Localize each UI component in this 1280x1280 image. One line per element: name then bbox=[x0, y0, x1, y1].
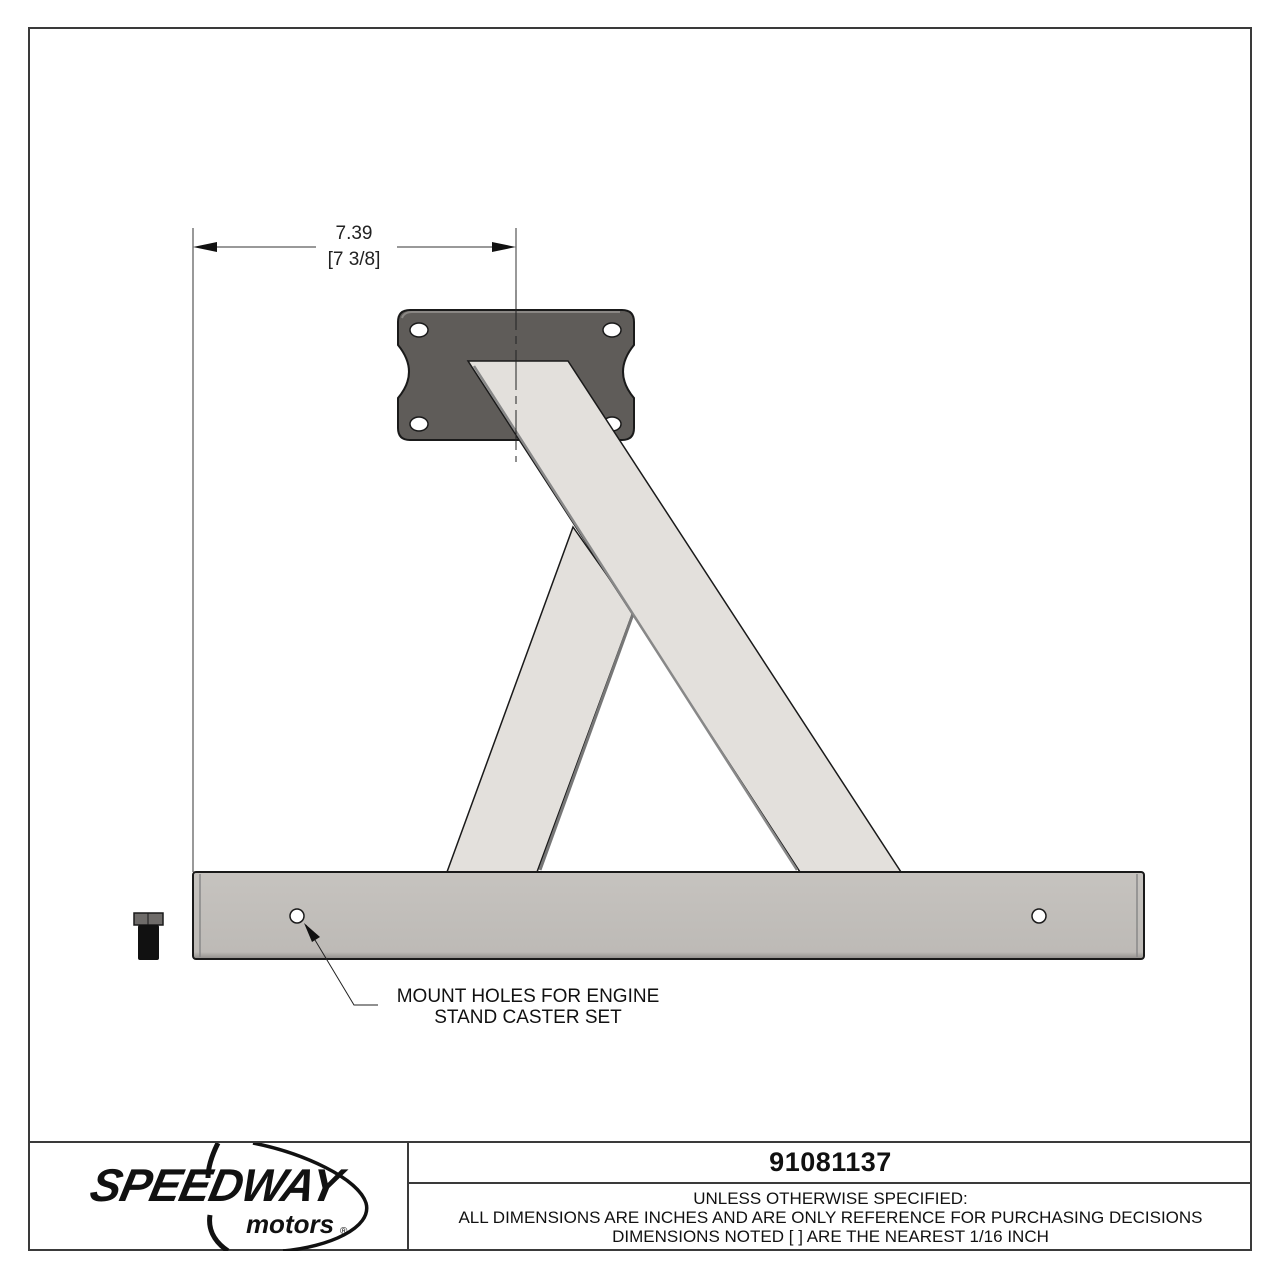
mount-hole-left-icon bbox=[289, 908, 305, 924]
dimension-7-39: 7.39 [7 3/8] bbox=[192, 223, 517, 872]
callout-line-2: STAND CASTER SET bbox=[434, 1007, 622, 1028]
left-leg-tube bbox=[445, 525, 635, 873]
bolt-icon bbox=[133, 912, 164, 960]
mount-hole-right-icon bbox=[1031, 908, 1047, 924]
base-rail bbox=[192, 871, 1145, 960]
brand-logo: SPEEDWAY motors ® bbox=[28, 1141, 409, 1254]
brand-main: SPEEDWAY bbox=[86, 1159, 351, 1210]
brand-sub: motors bbox=[246, 1209, 334, 1239]
arrowhead-left-icon bbox=[193, 242, 217, 252]
leader-arrow-icon bbox=[304, 923, 320, 942]
callout-leader bbox=[304, 923, 378, 1006]
note-line-3: DIMENSIONS NOTED [ ] ARE THE NEAREST 1/1… bbox=[612, 1227, 1049, 1246]
dimension-decimal: 7.39 bbox=[336, 223, 373, 244]
callout-line-1: MOUNT HOLES FOR ENGINE bbox=[397, 986, 660, 1007]
registered-mark: ® bbox=[340, 1226, 348, 1237]
note-line-1: UNLESS OTHERWISE SPECIFIED: bbox=[693, 1189, 968, 1208]
general-notes: UNLESS OTHERWISE SPECIFIED: ALL DIMENSIO… bbox=[409, 1184, 1252, 1251]
part-number: 91081137 bbox=[769, 1147, 892, 1177]
arrowhead-right-icon bbox=[492, 242, 516, 252]
speedway-motors-logo-icon: SPEEDWAY motors ® bbox=[86, 1141, 369, 1254]
dimension-fraction: [7 3/8] bbox=[328, 249, 381, 270]
note-line-2: ALL DIMENSIONS ARE INCHES AND ARE ONLY R… bbox=[458, 1208, 1203, 1227]
drawing-sheet-border bbox=[28, 27, 1252, 1251]
title-block: SPEEDWAY motors ® 91081137 UNLESS OTHERW… bbox=[28, 1141, 1252, 1254]
part-number-cell: 91081137 bbox=[409, 1143, 1252, 1184]
